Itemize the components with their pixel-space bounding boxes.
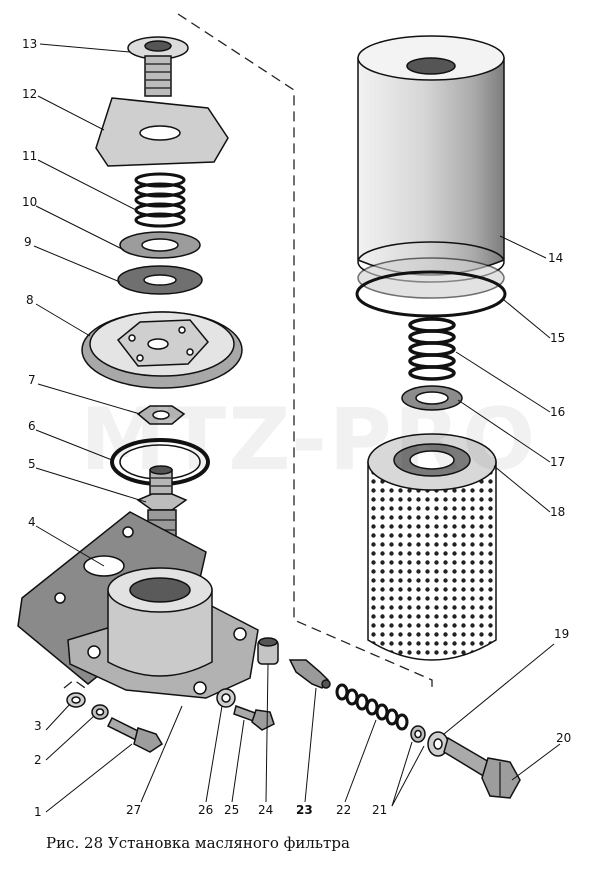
callout-14: 14	[548, 251, 563, 265]
sleeve-24	[257, 637, 279, 665]
callout-3: 3	[34, 719, 42, 733]
callout-21: 21	[372, 803, 387, 817]
filter-element-18	[367, 433, 497, 661]
callout-17: 17	[550, 455, 565, 469]
leader-lines	[33, 43, 561, 813]
callout-10: 10	[22, 195, 37, 209]
callout-11: 11	[22, 149, 37, 163]
callout-6: 6	[28, 419, 36, 433]
nut-7	[136, 405, 186, 425]
callout-22: 22	[336, 803, 351, 817]
spring-16	[408, 317, 456, 381]
callout-19: 19	[554, 627, 569, 641]
spring-22	[335, 683, 409, 731]
callout-7: 7	[28, 373, 36, 387]
seal-17	[401, 385, 463, 411]
callout-5: 5	[28, 457, 36, 471]
callout-27: 27	[126, 803, 141, 817]
washer-3	[66, 692, 86, 708]
assembly-dash-line	[63, 13, 433, 692]
callout-labels: 13 12 11 10 9 8 7 6 5 4 3 2 1 27 26 25 2…	[22, 37, 571, 819]
callout-4: 4	[28, 515, 36, 529]
watermark: MTZ-PRO	[80, 390, 538, 490]
callout-2: 2	[34, 753, 42, 767]
housing-27	[67, 567, 259, 699]
plate-12	[95, 97, 229, 167]
callout-24: 24	[258, 803, 273, 817]
callout-1: 1	[34, 805, 42, 819]
spring-11	[134, 172, 186, 228]
callout-20: 20	[556, 731, 571, 745]
gasket-9	[117, 265, 203, 295]
callout-13: 13	[22, 37, 37, 51]
valve-23	[288, 659, 331, 689]
callout-8: 8	[26, 293, 34, 307]
bolt-20	[443, 736, 521, 799]
washer-26	[216, 688, 236, 708]
callout-9: 9	[24, 235, 32, 249]
callout-23: 23	[296, 803, 313, 817]
callout-16: 16	[550, 405, 565, 419]
bolt-1	[106, 716, 164, 753]
ring-15	[355, 270, 507, 318]
callout-26: 26	[198, 803, 213, 817]
callout-15: 15	[550, 331, 565, 345]
bolt-25	[233, 705, 275, 731]
callout-25: 25	[224, 803, 239, 817]
callout-12: 12	[22, 87, 37, 101]
canister-14	[357, 35, 505, 299]
washer-2	[91, 704, 109, 720]
washer-10	[119, 231, 201, 259]
figure-caption: Рис. 28 Установка масляного фильтра	[46, 834, 350, 852]
plug-13	[127, 36, 189, 97]
washers-21	[410, 725, 426, 743]
callout-18: 18	[550, 505, 565, 519]
cover-8	[81, 311, 243, 389]
